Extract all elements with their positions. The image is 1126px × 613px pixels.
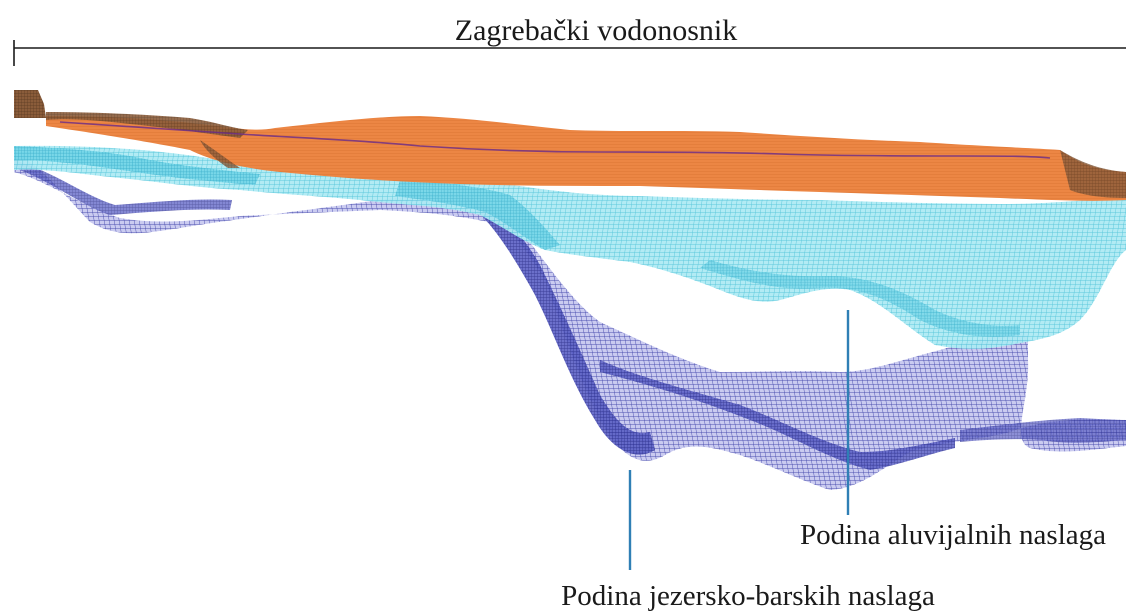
extent-bar	[13, 40, 1126, 66]
terrain-surface	[14, 90, 1126, 201]
diagram-title: Zagrebački vodonosnik	[455, 14, 737, 47]
alluvial-base-label: Podina aluvijalnih naslaga	[800, 519, 1106, 551]
alluvial-base-surface	[14, 145, 1126, 349]
lacustrine-base-label: Podina jezersko-barskih naslaga	[561, 580, 935, 612]
